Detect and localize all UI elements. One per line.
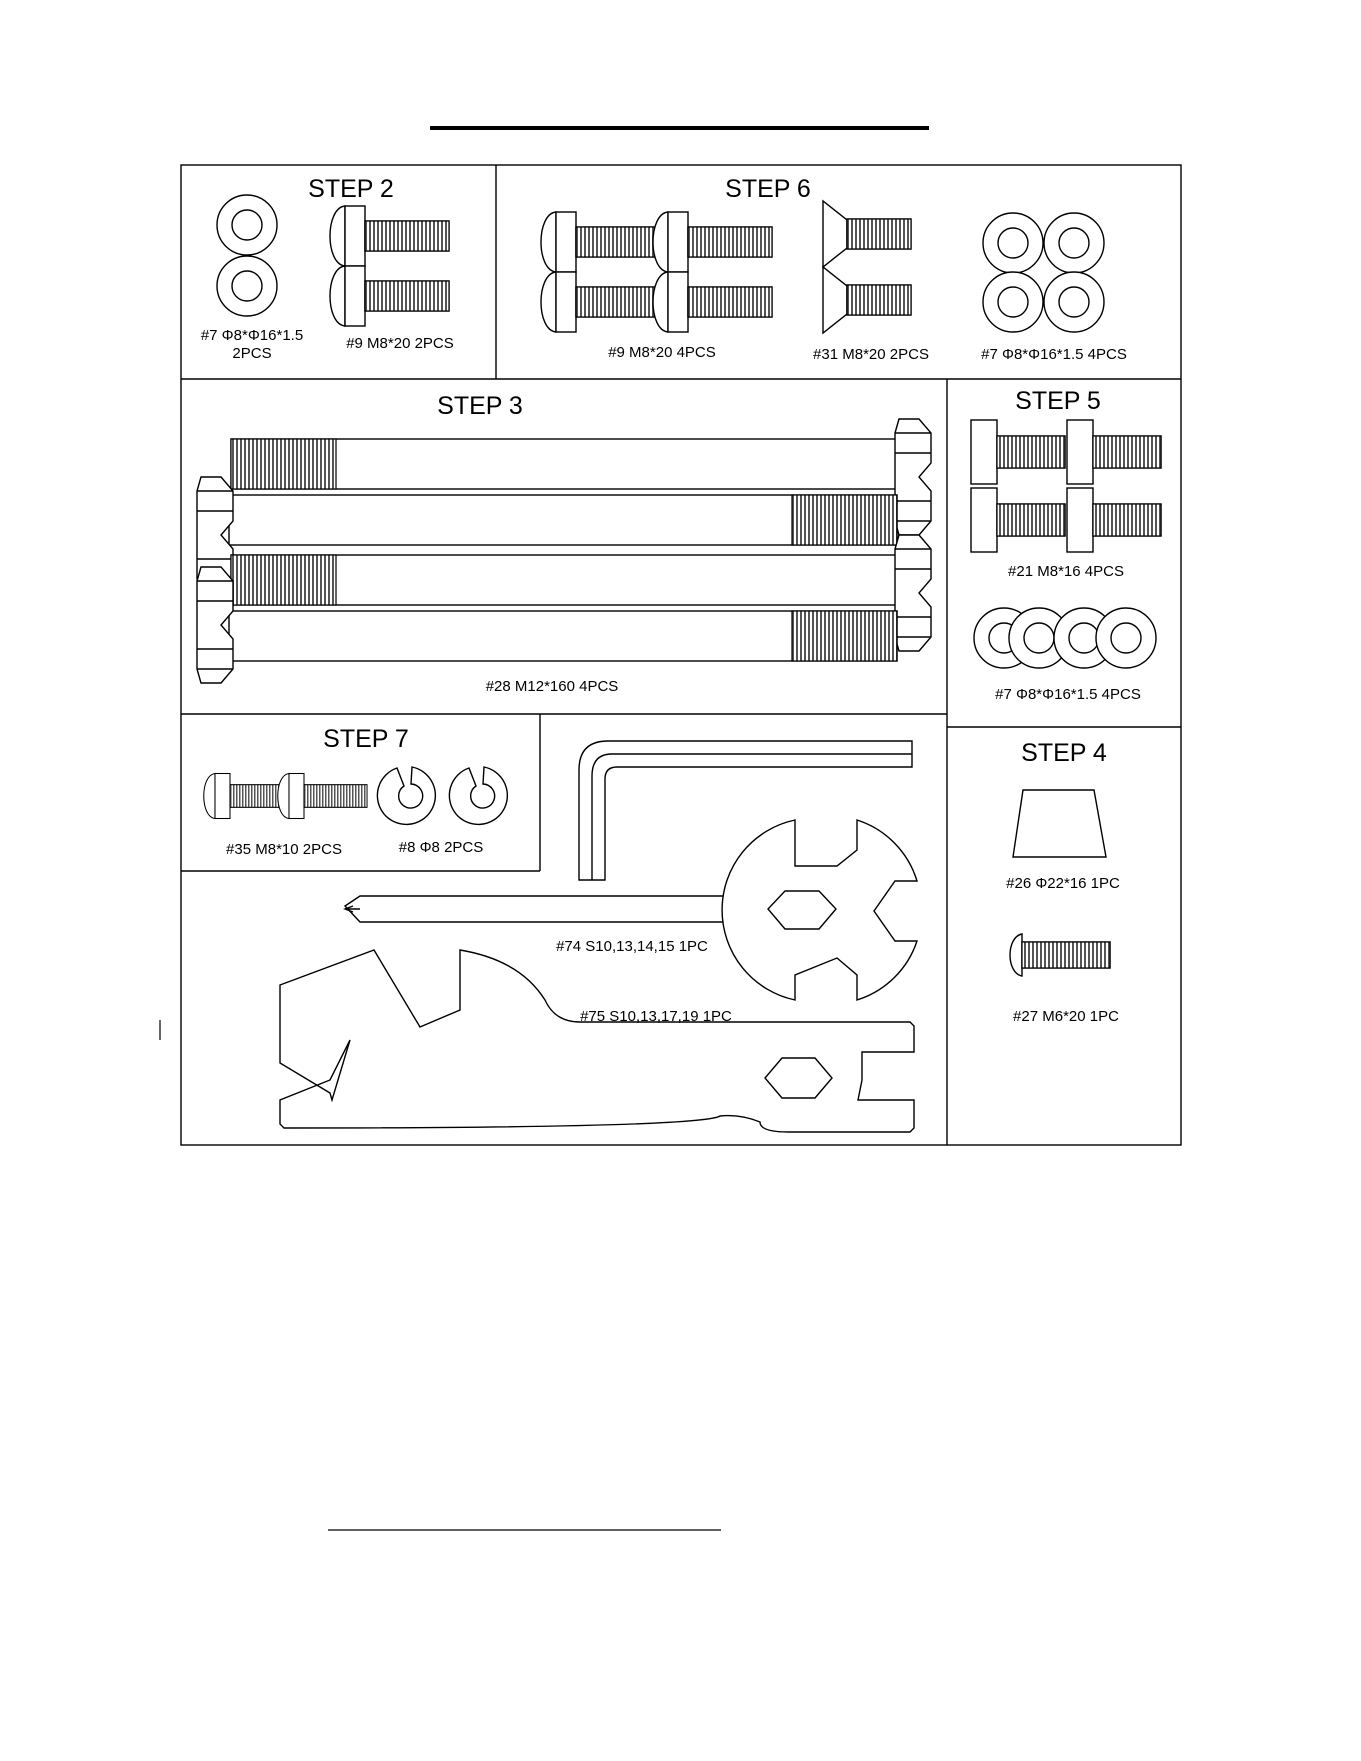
- flat-head-bolt-icon: [971, 420, 1065, 484]
- button-head-bolt-icon: [653, 212, 772, 272]
- step4-panel: STEP 4 #26 Φ22*16 1PC #27 M6*20 1PC: [1006, 739, 1120, 1025]
- flat-head-bolt-icon: [1067, 488, 1161, 552]
- countersunk-bolt-icon: [823, 267, 911, 333]
- countersunk-bolt-icon: [823, 201, 911, 267]
- step5-title: STEP 5: [1015, 387, 1101, 415]
- flat-washer-icon: [217, 256, 277, 316]
- flat-washer-icon: [983, 272, 1043, 332]
- tool75-caption: #75 S10,13,17,19 1PC: [580, 1008, 732, 1025]
- step2-panel: STEP 2 #7 Φ8*Φ16*1.5 2PCS #9 M8*20 2PCS: [201, 175, 454, 362]
- button-head-bolt-icon: [653, 272, 772, 332]
- flat-washer-icon: [983, 213, 1043, 273]
- step5-panel: STEP 5 #21 M8*16 4PCS #7 Φ8*Φ16*1.5 4PCS: [971, 387, 1161, 703]
- step3-caption: #28 M12*160 4PCS: [486, 678, 619, 695]
- step7-title: STEP 7: [323, 725, 409, 753]
- spanner-wrench-icon: [280, 950, 914, 1132]
- flat-head-bolt-icon: [1067, 420, 1161, 484]
- step4-screw-caption: #27 M6*20 1PC: [1013, 1008, 1119, 1025]
- step2-title: STEP 2: [308, 175, 394, 203]
- tools-panel: #74 S10,13,14,15 1PC #75 S10,13,17,19 1P…: [280, 741, 917, 1132]
- split-washer-icon: [377, 767, 435, 824]
- flat-washer-icon: [1096, 608, 1156, 668]
- step4-cap-caption: #26 Φ22*16 1PC: [1006, 875, 1120, 892]
- flat-washer-icon: [1044, 213, 1104, 273]
- step5-bolt-caption: #21 M8*16 4PCS: [1008, 563, 1124, 580]
- step7-bolt-caption: #35 M8*10 2PCS: [226, 841, 342, 858]
- step6-panel: STEP 6 #9 M8*20 4PCS #31 M8*20 2PCS #7 Φ…: [541, 175, 1127, 363]
- step2-washer-qty: 2PCS: [232, 345, 271, 362]
- step3-title: STEP 3: [437, 392, 523, 420]
- button-head-bolt-icon: [330, 266, 449, 326]
- tool74-caption: #74 S10,13,14,15 1PC: [556, 938, 708, 955]
- step7-panel: STEP 7 #35 M8*10 2PCS #8 Φ8 2PCS: [204, 725, 508, 858]
- button-head-bolt-icon: [278, 774, 367, 819]
- phillips-screw-icon: [1010, 934, 1110, 976]
- flat-washer-icon: [1044, 272, 1104, 332]
- step6-washer-caption: #7 Φ8*Φ16*1.5 4PCS: [981, 346, 1127, 363]
- step6-countersunk-caption: #31 M8*20 2PCS: [813, 346, 929, 363]
- split-washer-icon: [449, 767, 507, 824]
- button-head-bolt-icon: [541, 272, 660, 332]
- flat-head-bolt-icon: [971, 488, 1065, 552]
- flat-washer-icon: [217, 195, 277, 255]
- step2-bolt-caption: #9 M8*20 2PCS: [346, 335, 454, 352]
- button-head-bolt-icon: [330, 206, 449, 266]
- step7-washer-caption: #8 Φ8 2PCS: [399, 839, 484, 856]
- step4-title: STEP 4: [1021, 739, 1107, 767]
- step2-washer-caption: #7 Φ8*Φ16*1.5: [201, 327, 303, 344]
- step6-title: STEP 6: [725, 175, 811, 203]
- button-head-bolt-icon: [541, 212, 660, 272]
- rubber-cap-icon: [1013, 790, 1106, 857]
- step3-panel: STEP 3 #28 M12*160 4PCS: [197, 392, 931, 695]
- step6-button-bolt-caption: #9 M8*20 4PCS: [608, 344, 716, 361]
- step5-washer-caption: #7 Φ8*Φ16*1.5 4PCS: [995, 686, 1141, 703]
